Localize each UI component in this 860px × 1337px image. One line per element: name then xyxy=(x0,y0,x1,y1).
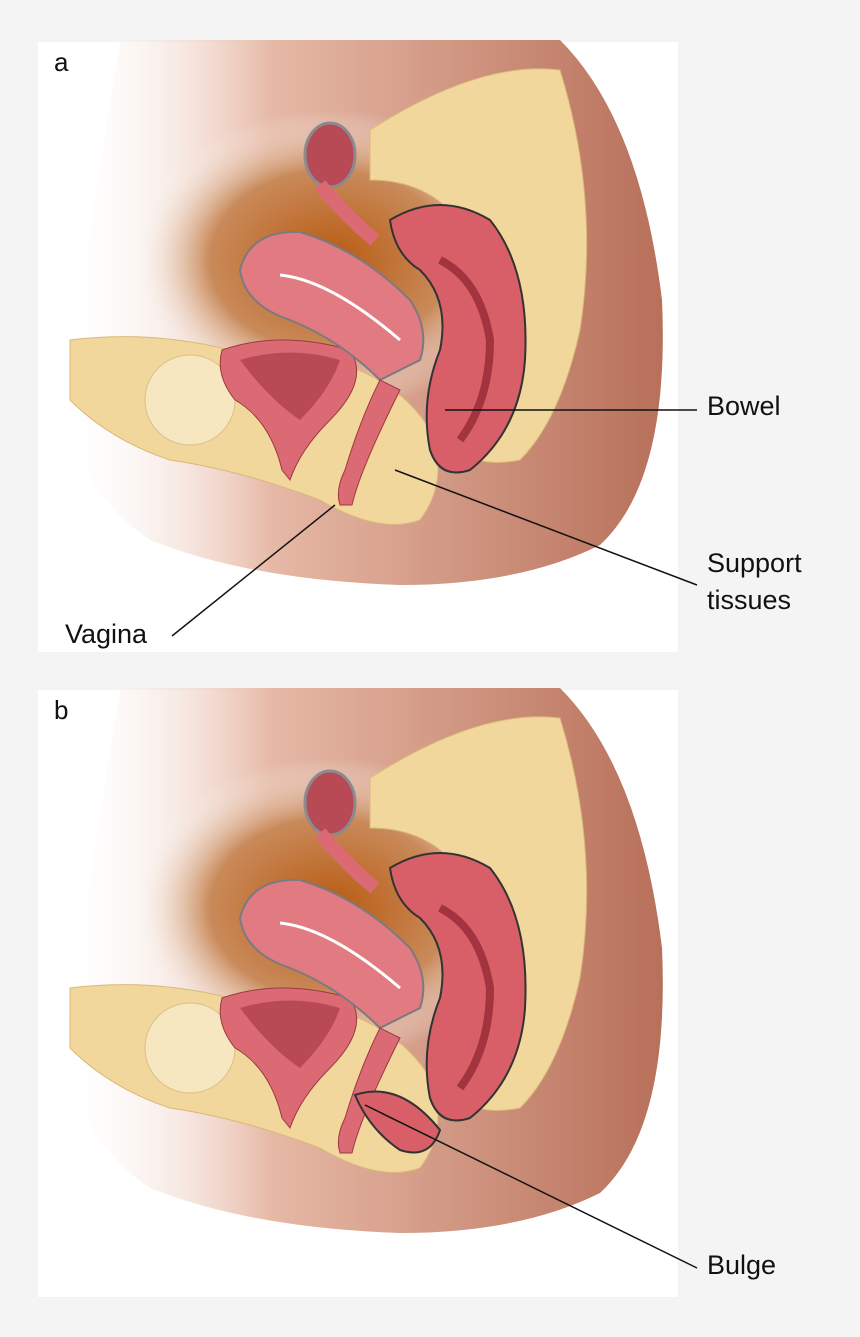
panel-b-letter: b xyxy=(54,695,69,725)
support-tissues-label-line2: tissues xyxy=(707,585,792,615)
vagina-leader-line xyxy=(171,504,336,637)
bowel-label: Bowel xyxy=(707,391,781,421)
bulge-leader-line xyxy=(364,1104,698,1269)
support-leader-line xyxy=(394,469,698,586)
bulge-shape xyxy=(353,1090,442,1154)
vagina-label: Vagina xyxy=(65,619,148,649)
anatomy-prolapse xyxy=(60,688,663,1233)
anatomy-normal xyxy=(60,40,663,585)
panel-a-letter: a xyxy=(54,47,69,77)
support-tissues-label-line1: Support xyxy=(707,548,802,578)
bulge-label: Bulge xyxy=(707,1250,777,1280)
